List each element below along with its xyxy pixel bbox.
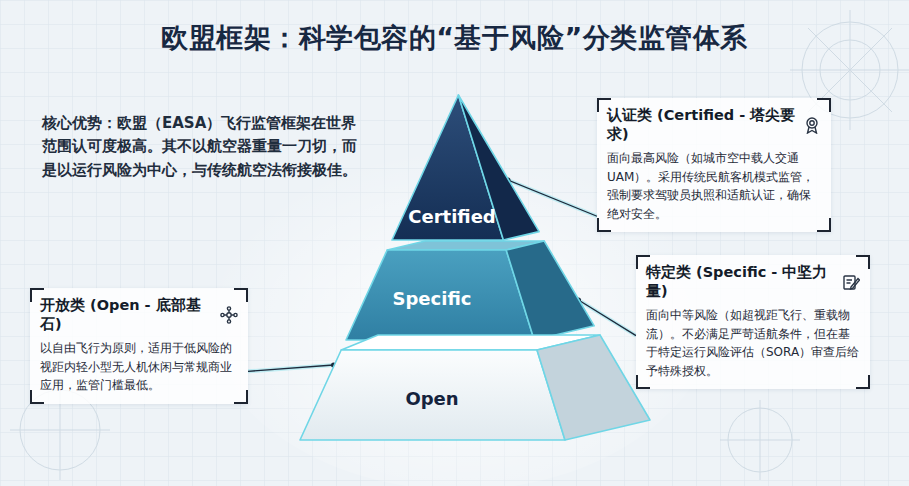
tier-face xyxy=(506,241,594,340)
tier-face xyxy=(346,250,534,340)
callout-heading-row: 认证类 (Certified - 塔尖要求) xyxy=(607,106,821,144)
tier-face xyxy=(300,350,565,440)
pyramid-tier: Specific xyxy=(342,237,598,344)
tier-label: Certified xyxy=(408,206,496,227)
leader-line xyxy=(248,363,336,372)
callout-body: 以自由飞行为原则，适用于低风险的视距内轻小型无人机休闲与常规商业应用，监管门槛最… xyxy=(40,339,238,395)
diagram-title: 欧盟框架：科学包容的“基于风险”分类监管体系 xyxy=(0,20,909,56)
edit-icon xyxy=(842,273,860,291)
callout-box: 特定类 (Specific - 中坚力量) 面向中等风险（如超视距飞行、重载物流）… xyxy=(636,255,870,389)
nodes-icon xyxy=(220,306,238,324)
tier-label: Specific xyxy=(393,288,472,309)
pyramid-tier: Certified xyxy=(388,91,543,244)
callout-box: 开放类 (Open - 底部基石) 以自由飞行为原则，适用于低风险的视距内轻小型无… xyxy=(30,288,248,404)
callout-body: 面向中等风险（如超视距飞行、重载物流）。不必满足严苛适航条件，但在基于特定运行风… xyxy=(646,306,860,380)
tier-label: Open xyxy=(405,388,458,409)
callout-heading-row: 特定类 (Specific - 中坚力量) xyxy=(646,263,860,301)
callout-heading: 特定类 (Specific - 中坚力量) xyxy=(646,263,836,301)
intro-note: 核心优势：欧盟（EASA）飞行监管框架在世界范围认可度极高。其不以航空器重量一刀… xyxy=(42,112,366,182)
tier-face xyxy=(537,335,650,440)
pyramid-tier: Open xyxy=(296,331,654,444)
tier-shape xyxy=(296,331,654,444)
callout-heading: 开放类 (Open - 底部基石) xyxy=(40,296,214,334)
callout-heading: 认证类 (Certified - 塔尖要求) xyxy=(607,106,797,144)
callout-box: 认证类 (Certified - 塔尖要求) 面向最高风险（如城市空中载人交通UA… xyxy=(597,98,831,232)
badge-icon xyxy=(803,116,821,134)
callout-body: 面向最高风险（如城市空中载人交通UAM）。采用传统民航客机模式监管，强制要求驾驶… xyxy=(607,149,821,223)
callout-heading-row: 开放类 (Open - 底部基石) xyxy=(40,296,238,334)
